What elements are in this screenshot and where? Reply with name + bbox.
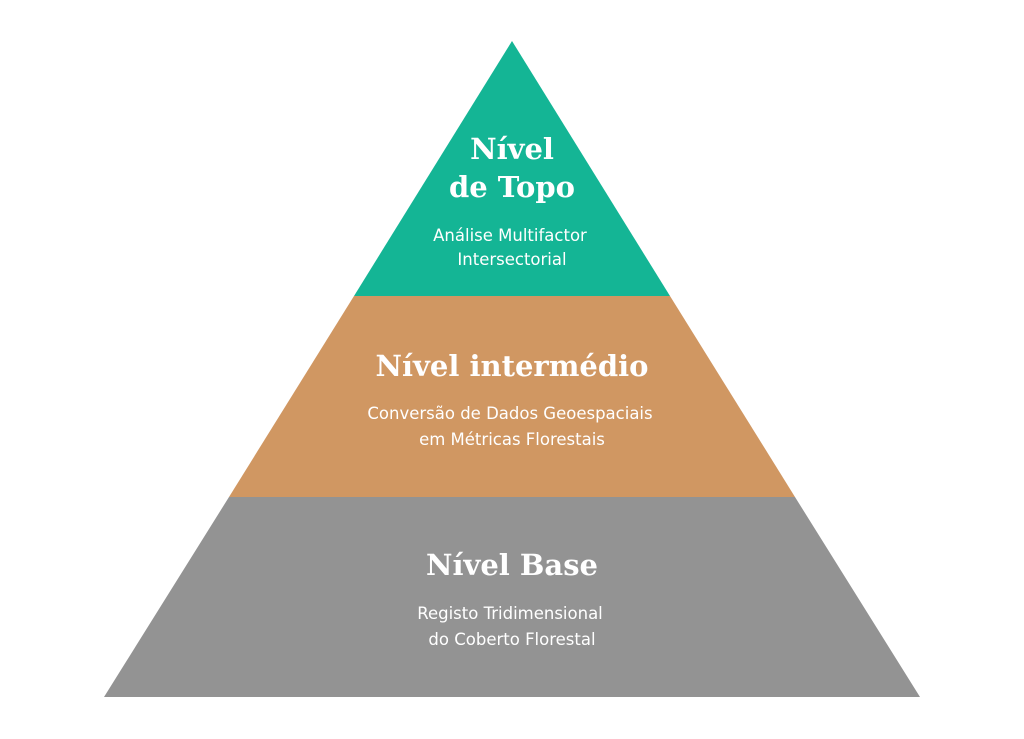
middle-level-title: Nível intermédio [376,349,649,383]
middle-level-desc-line1: Conversão de Dados Geoespaciais [367,404,652,423]
pyramid-tier-base [104,497,920,697]
base-level-desc-line1: Registo Tridimensional [417,604,603,623]
base-level-title: Nível Base [426,548,598,582]
top-level-desc-line2: Intersectorial [457,250,566,269]
base-level-desc-line2: do Coberto Florestal [428,630,595,649]
top-level-title-line2: de Topo [449,170,575,204]
pyramid-tier-top [354,41,670,296]
pyramid-tier-middle [229,296,795,497]
top-level-desc-line1: Análise Multifactor [433,226,587,245]
middle-level-desc-line2: em Métricas Florestais [419,430,605,449]
top-level-title-line1: Nível [470,132,554,166]
